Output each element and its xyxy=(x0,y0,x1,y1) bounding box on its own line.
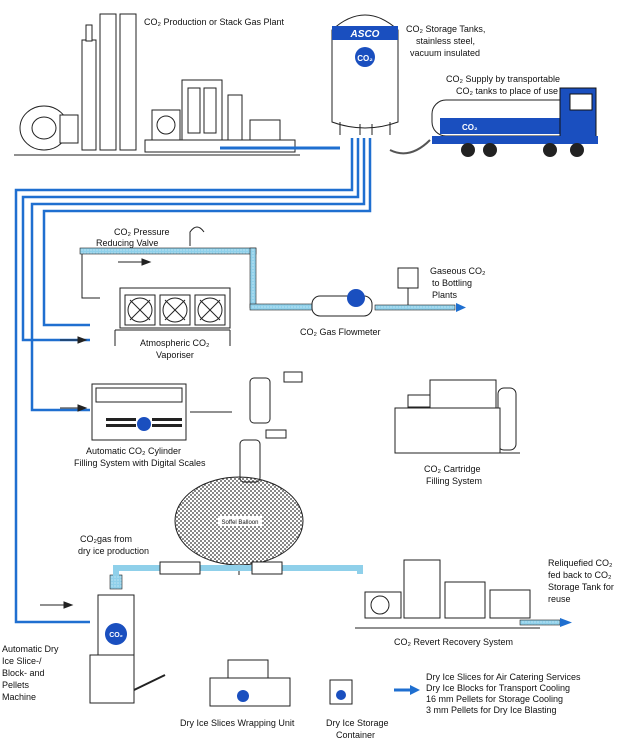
label-gaseous-2: to Bottling xyxy=(432,278,473,288)
label-prv-2: Reducing Valve xyxy=(96,238,159,248)
label-dryice-gas-2: dry ice production xyxy=(78,546,150,556)
legend-item-dry-ice-blasting: 3 mm Pellets for Dry Ice Blasting xyxy=(426,705,557,715)
label-supply-2: CO₂ tanks to place of use xyxy=(456,86,559,96)
filling-system-illustration xyxy=(91,371,303,483)
label-gaseous-1: Gaseous CO₂ xyxy=(430,266,486,276)
wrapping-unit-illustration xyxy=(209,659,353,707)
svg-text:CO₂: CO₂ xyxy=(109,632,123,639)
label-storage-3: vacuum insulated xyxy=(410,48,481,58)
soffel-balloon: Soffel Balloon xyxy=(174,476,304,575)
balloon-label: Soffel Balloon xyxy=(222,520,259,526)
dryice-gas-line xyxy=(109,561,363,590)
production-plant-illustration xyxy=(14,13,340,156)
label-machine-4: Pellets xyxy=(2,680,30,690)
label-wrapping: Dry Ice Slices Wrapping Unit xyxy=(180,718,295,728)
label-vaporiser-2: Vaporiser xyxy=(156,350,194,360)
label-prv-1: CO₂ Pressure xyxy=(114,227,170,237)
label-plant: CO₂ Production or Stack Gas Plant xyxy=(144,17,285,27)
label-flowmeter: CO₂ Gas Flowmeter xyxy=(300,327,381,337)
label-reliq-4: reuse xyxy=(548,594,571,604)
label-machine-3: Block- and xyxy=(2,668,45,678)
label-container-2: Container xyxy=(336,730,376,740)
flow-arrows xyxy=(40,258,152,609)
label-storage-1: CO₂ Storage Tanks, xyxy=(406,24,486,34)
label-container-1: Dry Ice Storage xyxy=(326,718,389,728)
tank-badge-text: CO₂ xyxy=(357,54,373,63)
legend-item-storage-cooling: 16 mm Pellets for Storage Cooling xyxy=(426,694,564,704)
label-filling-1: Automatic CO₂ Cylinder xyxy=(86,446,182,456)
tank-brand-text: ASCO xyxy=(350,29,380,40)
legend-item-air-catering: Dry Ice Slices for Air Catering Services xyxy=(426,672,581,682)
legend-arrow xyxy=(394,685,420,695)
label-revert: CO₂ Revert Recovery System xyxy=(394,637,514,647)
storage-tank-illustration: ASCO CO₂ xyxy=(331,14,431,155)
label-dryice-gas-1: CO₂gas from xyxy=(80,534,133,544)
legend-item-transport-cooling: Dry Ice Blocks for Transport Cooling xyxy=(426,683,571,693)
truck-badge-text: CO₂ xyxy=(462,123,478,132)
label-storage-2: stainless steel, xyxy=(416,36,476,46)
cartridge-system-illustration xyxy=(394,379,520,454)
flowmeter-illustration xyxy=(311,267,466,317)
label-supply-1: CO₂ Supply by transportable xyxy=(446,74,561,84)
label-cartridge-2: Filling System xyxy=(426,476,483,486)
legend-list: Dry Ice Slices for Air Catering Services… xyxy=(426,672,581,716)
label-machine-1: Automatic Dry xyxy=(2,644,59,654)
revert-system-illustration xyxy=(355,559,572,629)
label-filling-2: Filling System with Digital Scales xyxy=(74,458,206,468)
vaporiser-illustration xyxy=(79,226,321,346)
dryice-machine-illustration: CO₂ xyxy=(89,594,166,704)
label-machine-2: Ice Slice-/ xyxy=(2,656,42,666)
co2-pipelines xyxy=(14,138,372,624)
truck-illustration: CO₂ xyxy=(431,87,598,157)
label-vaporiser-1: Atmospheric CO₂ xyxy=(140,338,210,348)
label-reliq-3: Storage Tank for xyxy=(548,582,614,592)
label-reliq-2: fed back to CO₂ xyxy=(548,570,612,580)
label-reliq-1: Reliquefied CO₂ xyxy=(548,558,613,568)
label-cartridge-1: CO₂ Cartridge xyxy=(424,464,481,474)
label-gaseous-3: Plants xyxy=(432,290,458,300)
label-machine-5: Machine xyxy=(2,692,37,702)
